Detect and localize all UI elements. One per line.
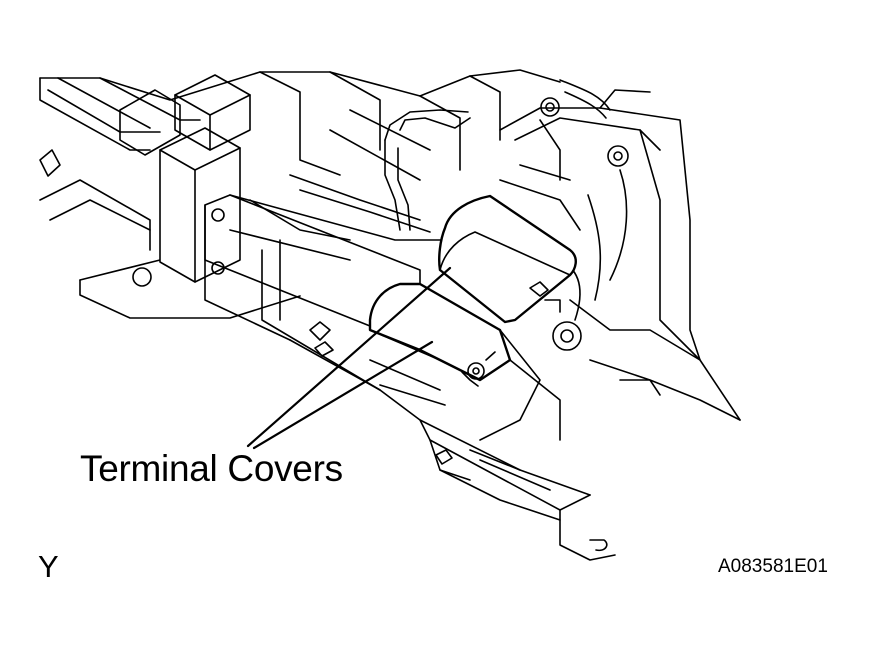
leader-line-lower xyxy=(252,340,434,450)
callout-label: Terminal Covers xyxy=(80,448,343,489)
terminal-cover-upper xyxy=(438,194,577,324)
leader-line-upper xyxy=(246,266,452,448)
callout-leaders xyxy=(246,266,452,450)
figure-code: A083581E01 xyxy=(718,556,828,577)
wire-harness xyxy=(249,79,611,241)
mounting-bracket xyxy=(119,74,251,283)
base-rail xyxy=(289,329,616,561)
view-letter: Y xyxy=(38,549,59,584)
right-structure xyxy=(499,89,741,421)
